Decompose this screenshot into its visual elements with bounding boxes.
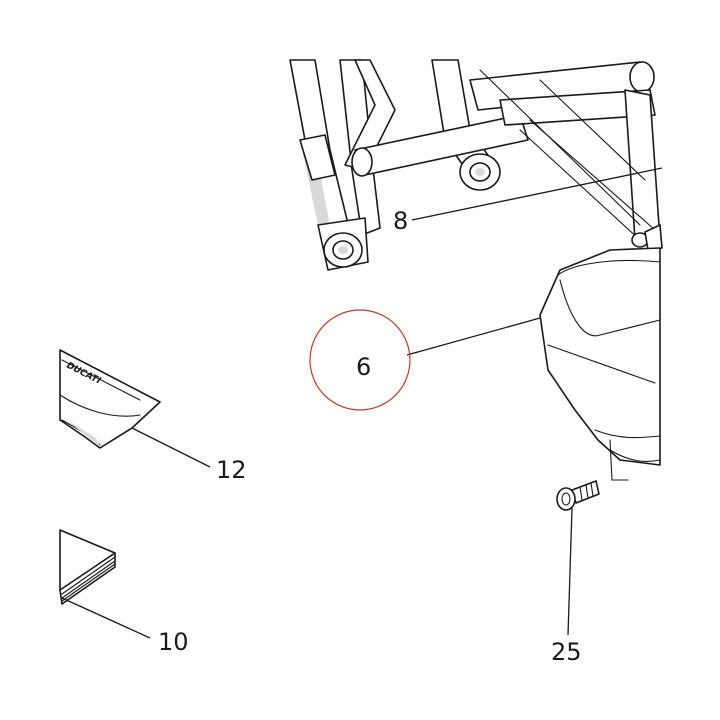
leader-line-10 bbox=[61, 597, 151, 639]
screw bbox=[556, 480, 600, 511]
leader-line-12 bbox=[131, 427, 211, 468]
leader-line-6 bbox=[406, 317, 541, 356]
highlight-circle bbox=[309, 309, 411, 411]
frame-assembly bbox=[289, 59, 663, 271]
owner-manual bbox=[59, 529, 116, 605]
callout-8: 8 bbox=[393, 207, 408, 235]
tool-pouch: DUCATI bbox=[59, 349, 161, 449]
callout-6: 6 bbox=[356, 353, 371, 381]
leader-line-8 bbox=[411, 167, 663, 221]
callout-10: 10 bbox=[158, 628, 189, 656]
leader-line-25 bbox=[567, 507, 573, 636]
callout-12: 12 bbox=[216, 456, 247, 484]
callout-25: 25 bbox=[551, 638, 582, 666]
side-cover bbox=[539, 247, 661, 481]
